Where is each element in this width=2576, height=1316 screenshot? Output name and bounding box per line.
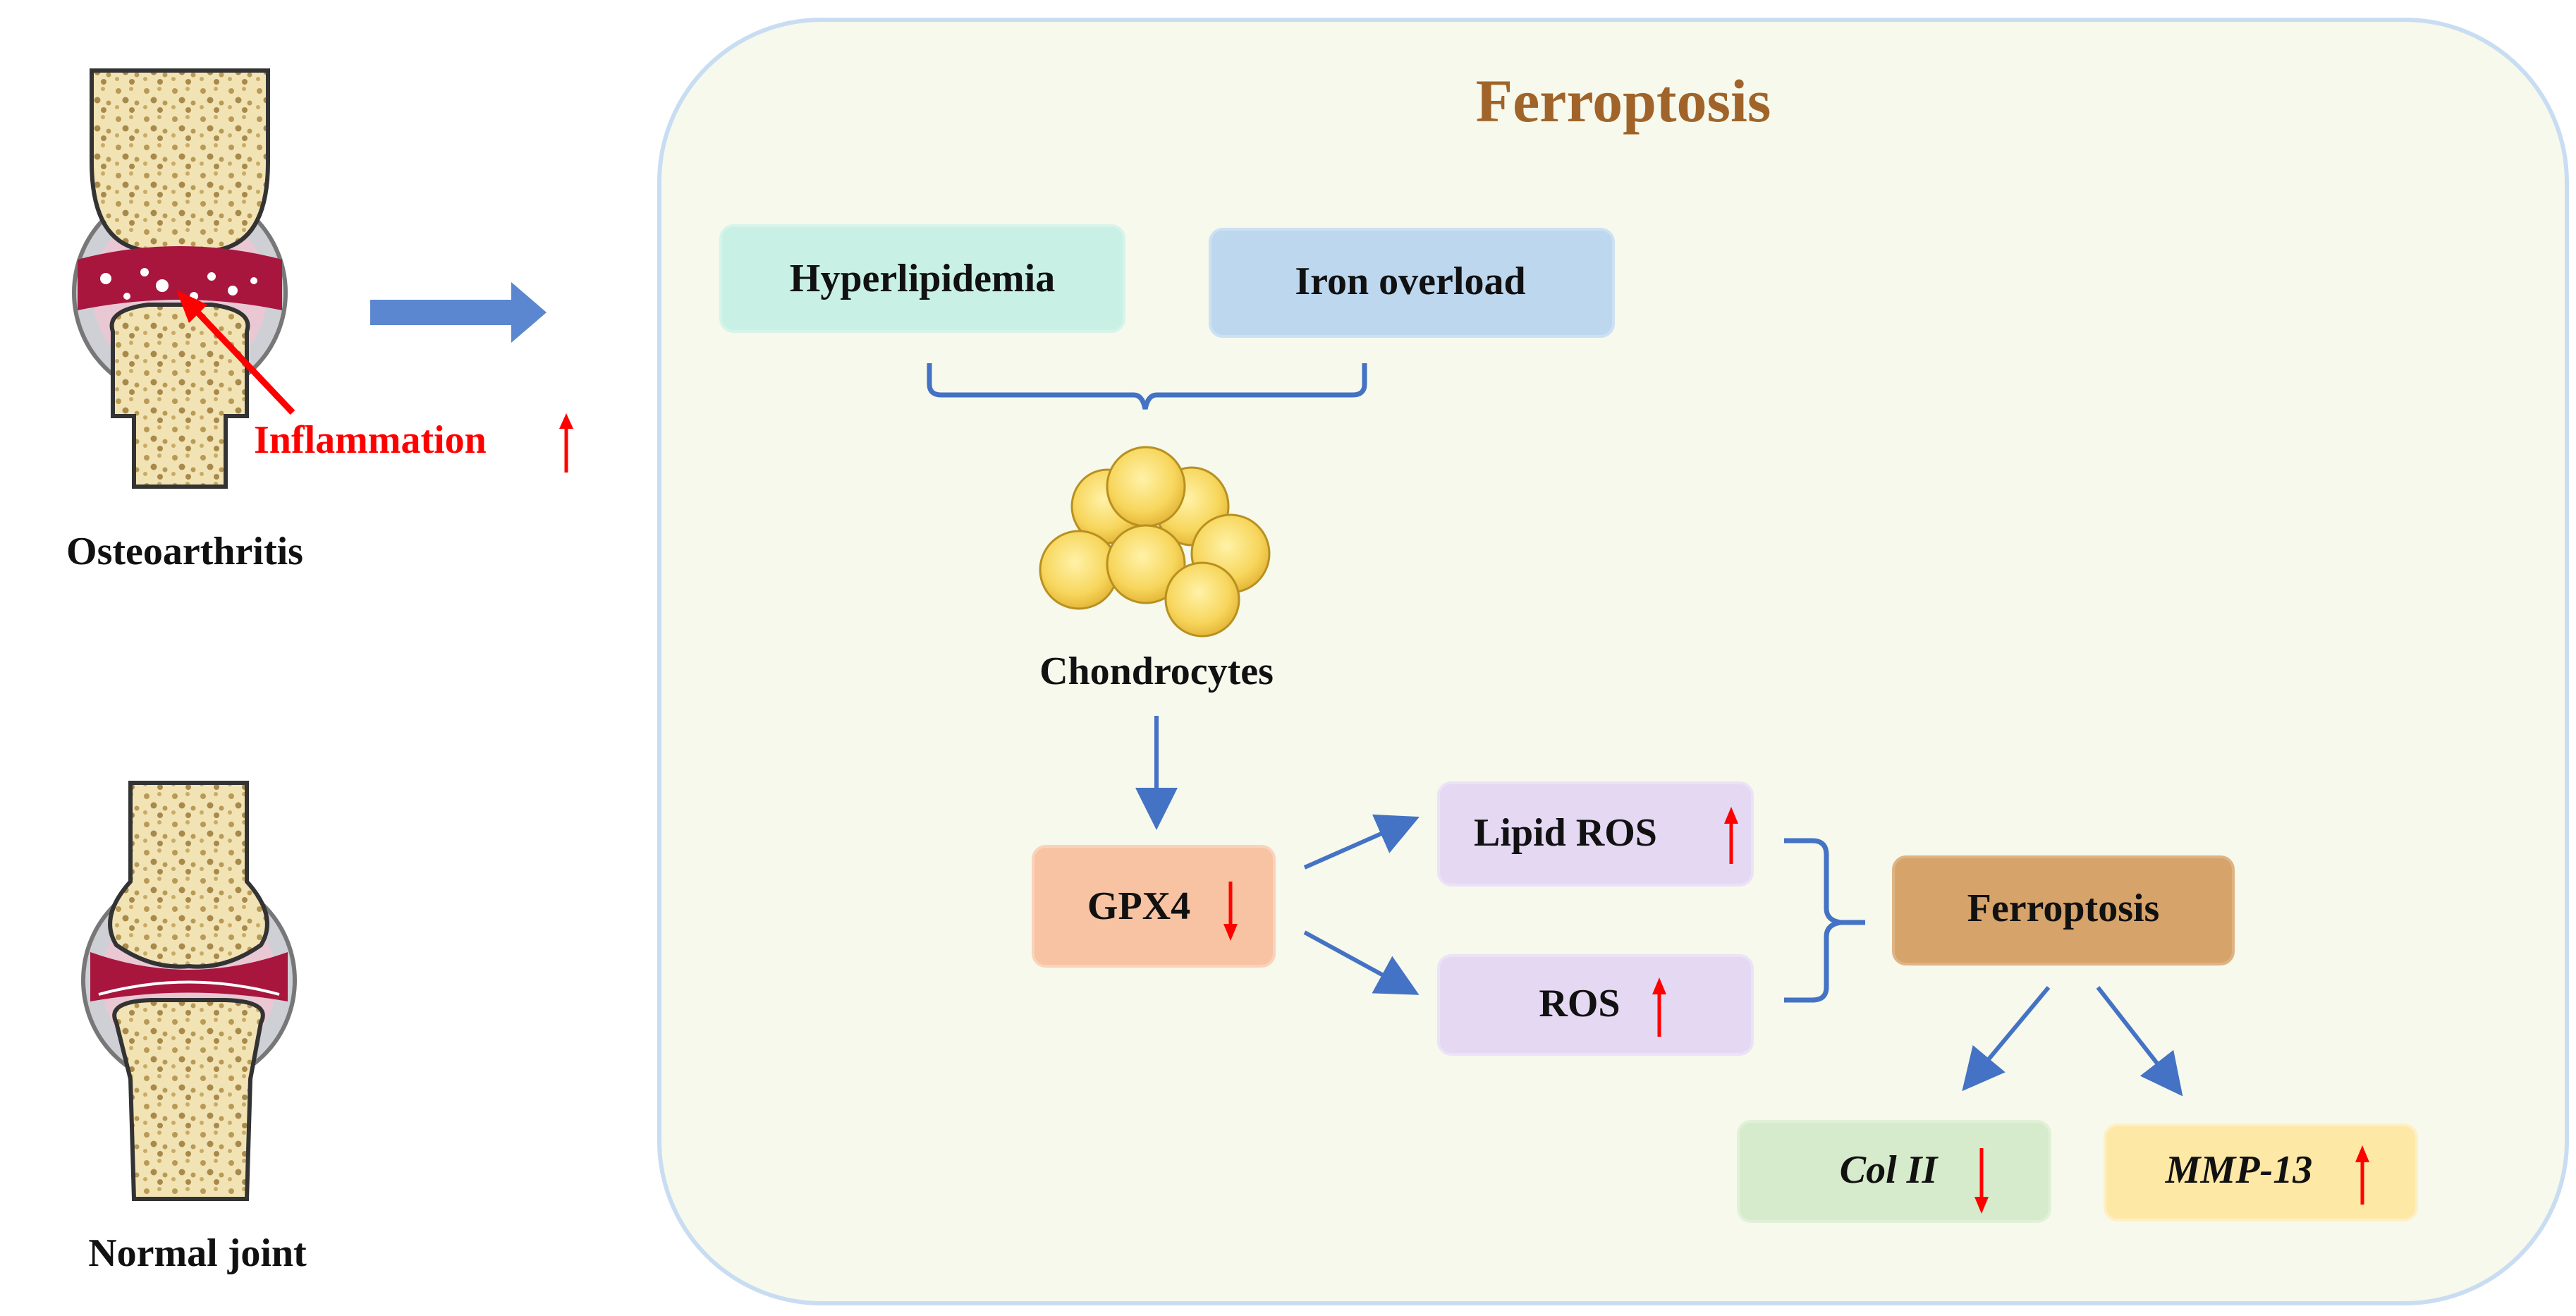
- hyperlipidemia-box: Hyperlipidemia: [719, 224, 1125, 333]
- inflammation-up-arrow-icon: [559, 413, 573, 473]
- mmp13-box: MMP-13: [2104, 1123, 2418, 1221]
- normal-joint-label: Normal joint: [88, 1231, 307, 1275]
- arrow-ferroptosis-to-mmp13: [2096, 986, 2183, 1097]
- mmp13-label: MMP-13: [2165, 1148, 2312, 1192]
- gpx4-down-arrow-icon: [1223, 882, 1238, 941]
- ferroptosis-label: Ferroptosis: [1967, 887, 2160, 930]
- hyperlipidemia-label: Hyperlipidemia: [790, 257, 1055, 300]
- iron-overload-label: Iron overload: [1295, 260, 1525, 303]
- lipid-ros-up-arrow-icon: [1724, 807, 1738, 864]
- panel-title: Ferroptosis: [1476, 67, 1771, 135]
- arrow-gpx4-to-ros: [1303, 930, 1420, 995]
- col2-box: Col II: [1737, 1120, 2051, 1223]
- lipid-ros-label: Lipid ROS: [1474, 811, 1657, 855]
- gpx4-box: GPX4: [1032, 845, 1276, 968]
- col2-down-arrow-icon: [1974, 1148, 1989, 1214]
- lipid-ros-box: Lipid ROS: [1437, 781, 1754, 887]
- osteoarthritis-label: Osteoarthritis: [66, 530, 303, 573]
- inflammation-pointer-arrow: [176, 290, 295, 415]
- mmp13-up-arrow-icon: [2355, 1145, 2369, 1205]
- ferroptosis-box: Ferroptosis: [1892, 855, 2235, 965]
- ros-box: ROS: [1437, 954, 1754, 1056]
- normal-joint-illustration: [81, 781, 297, 1201]
- ros-brace: [1784, 838, 1865, 1003]
- ferroptosis-panel: [657, 18, 2569, 1305]
- ros-up-arrow-icon: [1652, 977, 1666, 1037]
- chondrocytes-label: Chondrocytes: [1039, 650, 1274, 693]
- arrow-ferroptosis-to-col2: [1962, 986, 2051, 1092]
- iron-overload-box: Iron overload: [1209, 228, 1615, 338]
- input-brace: [927, 363, 1367, 410]
- chondrocyte-cluster-icon: [1039, 446, 1271, 638]
- progression-arrow: [370, 282, 547, 343]
- arrow-gpx4-to-lipid-ros: [1303, 814, 1420, 870]
- gpx4-label: GPX4: [1087, 884, 1190, 928]
- ros-label: ROS: [1539, 982, 1620, 1025]
- inflammation-label: Inflammation: [254, 418, 487, 462]
- col2-label: Col II: [1840, 1148, 1939, 1192]
